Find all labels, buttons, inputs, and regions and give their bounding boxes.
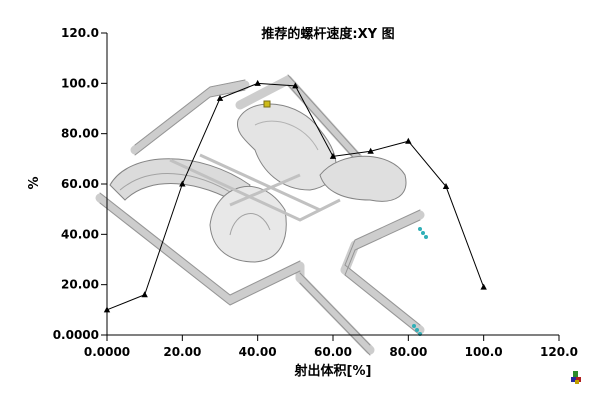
data-point — [405, 137, 412, 144]
y-ticks: 0.0000 20.00 40.00 60.00 80.00 100.0 120.0 — [53, 26, 107, 342]
data-point — [179, 180, 186, 187]
y-tick-label: 40.00 — [61, 227, 99, 241]
x-tick-label: 60.00 — [314, 345, 352, 359]
data-point — [329, 152, 337, 159]
x-axis-title: 射出体积[%] — [294, 363, 372, 379]
x-tick-label: 80.00 — [389, 345, 427, 359]
axis-triad-icon — [571, 371, 581, 384]
x-tick-label: 20.00 — [163, 345, 201, 359]
y-tick-label: 0.0000 — [53, 328, 99, 342]
y-tick-label: 80.00 — [61, 127, 99, 141]
data-point — [442, 183, 450, 190]
y-axis-title: % — [27, 176, 42, 189]
x-tick-label: 0.0000 — [84, 345, 130, 359]
data-point — [292, 82, 299, 89]
data-point — [141, 291, 148, 298]
y-tick-label: 100.0 — [61, 76, 99, 90]
data-point — [367, 147, 374, 154]
series-layer — [103, 79, 487, 313]
data-point — [103, 306, 111, 313]
data-point — [480, 283, 487, 290]
x-tick-label: 120.0 — [540, 345, 578, 359]
mold-model-image — [95, 74, 428, 356]
x-tick-label: 100.0 — [465, 345, 503, 359]
chart-title: 推荐的螺杆速度:XY 图 — [261, 26, 394, 42]
y-tick-label: 20.00 — [61, 278, 99, 292]
data-point — [216, 94, 224, 101]
y-tick-label: 120.0 — [61, 26, 99, 40]
y-tick-label: 60.00 — [61, 177, 99, 191]
x-ticks: 0.0000 20.00 40.00 60.00 80.00 100.0 120.0 — [84, 335, 578, 359]
data-point — [254, 79, 261, 86]
x-tick-label: 40.00 — [239, 345, 277, 359]
